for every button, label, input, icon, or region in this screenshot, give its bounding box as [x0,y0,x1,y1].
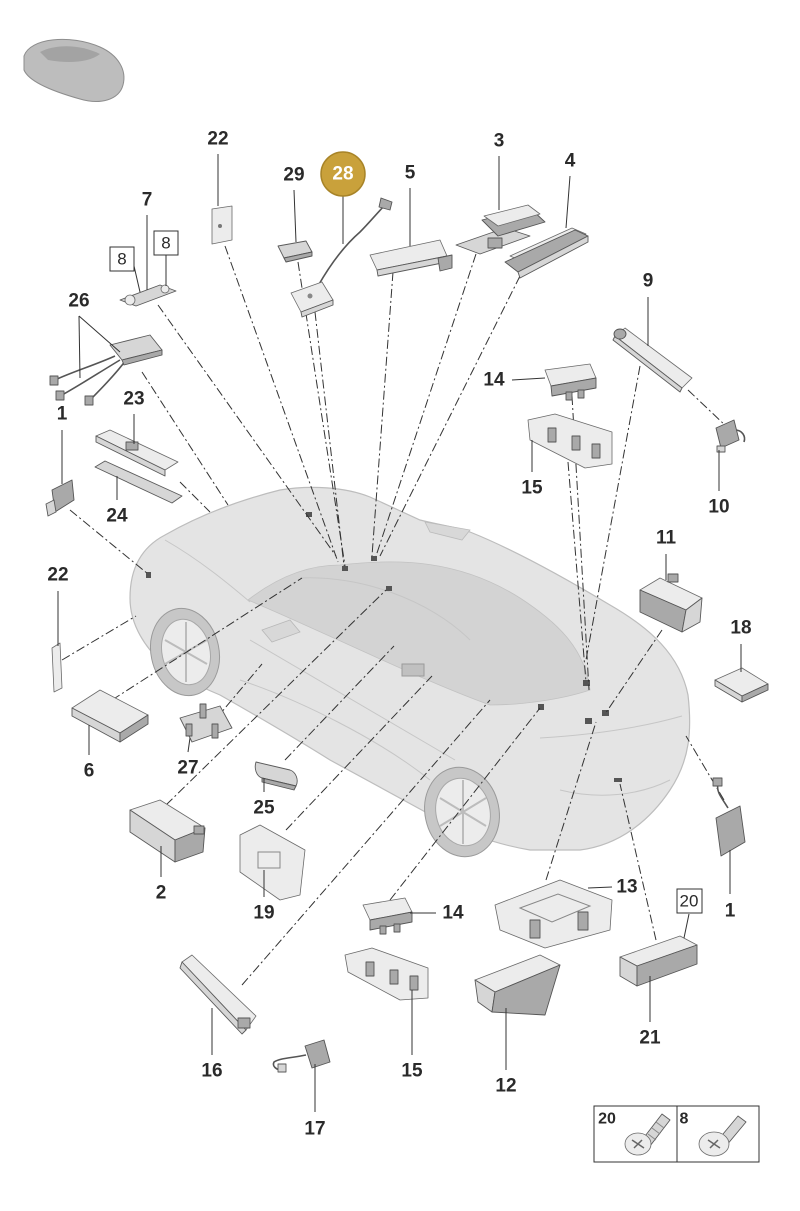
callout-28-selected[interactable]: 28 [320,151,366,197]
part-15-top-bracket [527,413,613,469]
part-29-module [277,240,313,263]
callout-lines [57,154,742,1112]
callout-16[interactable]: 16 [201,1061,222,1082]
part-18-module [714,667,769,703]
car-thumbnail-icon[interactable] [23,38,125,102]
callout-1-left[interactable]: 1 [57,404,68,425]
callout-4[interactable]: 4 [565,151,576,172]
part-1-left-bracket [45,479,75,517]
callout-13[interactable]: 13 [616,877,637,898]
callout-18[interactable]: 18 [730,618,751,639]
part-11-control-box [639,573,703,633]
callout-17[interactable]: 17 [304,1119,325,1140]
callout-7[interactable]: 7 [142,190,153,211]
callout-10[interactable]: 10 [708,497,729,518]
screw-20-icon [624,1113,671,1156]
part-3-sensor [455,204,546,255]
rear-wheel [424,766,500,858]
assembly-lines [61,245,729,986]
part-25-handle-sensor [254,761,298,791]
callout-8-right[interactable]: 8 [161,234,170,253]
part-23-antenna-bar [95,429,179,477]
callout-22-left[interactable]: 22 [47,565,68,586]
callout-26[interactable]: 26 [68,291,89,312]
highlight-marker [320,151,366,197]
callout-22-top[interactable]: 22 [207,129,228,150]
part-16-antenna-bar [179,954,257,1035]
vehicle-body [129,486,691,858]
part-28-antenna [290,197,393,318]
callout-19[interactable]: 19 [253,903,274,924]
part-2-control-unit [129,799,206,863]
callout-28[interactable]: 28 [332,164,353,185]
part-15-bottom-bracket [344,947,429,1001]
part-17-connector [272,1039,331,1073]
legend-label-8[interactable]: 8 [680,1111,689,1128]
callout-8-left[interactable]: 8 [117,250,126,269]
legend-label-20[interactable]: 20 [598,1111,616,1128]
callout-20-box [676,888,703,914]
part-14-top-sensor [544,363,597,401]
callout-23[interactable]: 23 [123,389,144,410]
callout-14-bottom[interactable]: 14 [442,903,464,924]
part-7-bracket [119,284,177,307]
callout-3[interactable]: 3 [494,131,505,152]
part-6-control-unit [71,689,149,743]
part-9-antenna-rod [612,327,693,393]
part-1-right-unit [712,777,746,857]
part-21-panel [619,935,698,987]
callout-8-right-box [153,230,179,256]
part-5-control-unit [369,239,453,277]
callout-25[interactable]: 25 [253,798,275,819]
part-10-connector [715,419,746,453]
part-14-bottom-sensor [362,897,413,935]
part-22-roof-module [211,205,233,245]
callout-15-top[interactable]: 15 [521,478,543,499]
callout-2[interactable]: 2 [156,883,167,904]
callout-6[interactable]: 6 [84,761,95,782]
callout-27[interactable]: 27 [177,758,198,779]
part-24-strip [94,460,183,504]
callout-9[interactable]: 9 [643,271,654,292]
part-22-left-panel [51,642,63,693]
part-13-carrier [494,879,613,949]
callout-5[interactable]: 5 [405,163,416,184]
callout-11[interactable]: 11 [656,528,677,549]
screw-8-icon [698,1115,747,1157]
callout-20[interactable]: 20 [680,892,699,911]
callout-21[interactable]: 21 [639,1028,661,1049]
callout-8-left-box [109,246,135,272]
callout-29[interactable]: 29 [283,165,304,186]
callout-24[interactable]: 24 [106,506,128,527]
callout-1-right[interactable]: 1 [725,901,736,922]
part-27-bracket [179,703,233,743]
callouts: 22 29 28 5 3 4 7 8 8 26 9 14 1 23 15 24 … [47,129,751,1140]
part-26-cable-harness [49,334,163,406]
callout-14-top[interactable]: 14 [483,370,505,391]
fastener-legend: 20 8 [593,1105,760,1163]
part-4-bracket-unit [504,227,589,279]
part-12-housing [474,954,561,1016]
callout-15-bottom[interactable]: 15 [401,1061,423,1082]
part-19-plate [239,824,306,901]
callout-12[interactable]: 12 [495,1076,516,1097]
